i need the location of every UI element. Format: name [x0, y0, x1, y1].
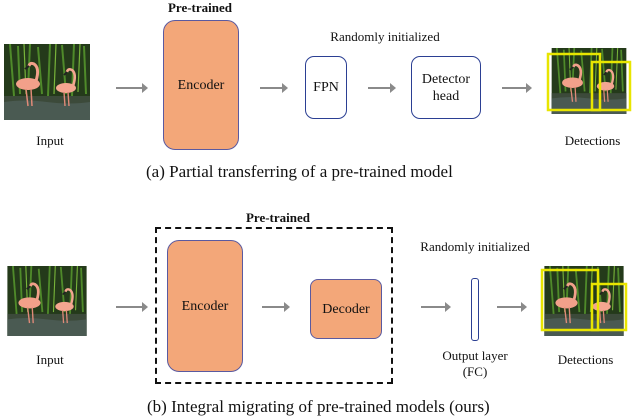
panel-a-fpn-label: FPN	[313, 80, 339, 95]
arrow-icon	[421, 302, 451, 312]
panel-a-caption: (a) Partial transferring of a pre-traine…	[146, 162, 453, 181]
panel-b-input-label: Input	[36, 352, 64, 367]
panel-a-pretrained-label: Pre-trained	[167, 0, 233, 15]
panel-a-random-init-label: Randomly initialized	[330, 29, 440, 44]
panel-a-encoder-box: Encoder	[163, 20, 239, 150]
panel-a-fpn-box: FPN	[305, 56, 347, 119]
panel-b-encoder-label: Encoder	[181, 298, 229, 314]
arrow-icon	[497, 302, 527, 312]
panel-a-detector-head-line2: head	[432, 88, 460, 104]
panel-b-detections-image	[540, 266, 628, 336]
panel-b-input-image	[5, 266, 89, 336]
panel-b-decoder-label: Decoder	[322, 301, 370, 317]
panel-b-encoder-box: Encoder	[167, 240, 243, 372]
arrow-icon	[502, 83, 532, 93]
panel-b-pretrained-group	[155, 227, 393, 384]
panel-a-input-label: Input	[36, 133, 64, 148]
panel-b-detections-label: Detections	[557, 352, 614, 367]
panel-b-decoder-box: Decoder	[310, 279, 382, 339]
arrow-icon	[260, 83, 288, 93]
arrow-icon	[116, 302, 148, 312]
panel-a-input-image	[4, 44, 90, 120]
panel-b-caption: (b) Integral migrating of pre-trained mo…	[147, 397, 490, 416]
panel-b-output-layer-box	[471, 278, 479, 341]
arrow-icon	[368, 83, 396, 93]
panel-b-random-init-label: Randomly initialized	[420, 239, 530, 254]
panel-a-encoder-label: Encoder	[177, 77, 225, 93]
panel-a-detections-image	[546, 48, 632, 114]
arrow-icon	[262, 302, 290, 312]
panel-b-pretrained-label: Pre-trained	[245, 210, 311, 225]
panel-a-detector-head-box: Detector head	[411, 56, 481, 119]
panel-b-output-layer-line1: Output layer	[442, 348, 508, 363]
panel-a-detector-head-line1: Detector	[421, 71, 471, 87]
panel-b-output-layer-line2: (FC)	[462, 364, 488, 379]
panel-a-detections-label: Detections	[564, 133, 621, 148]
arrow-icon	[116, 83, 148, 93]
